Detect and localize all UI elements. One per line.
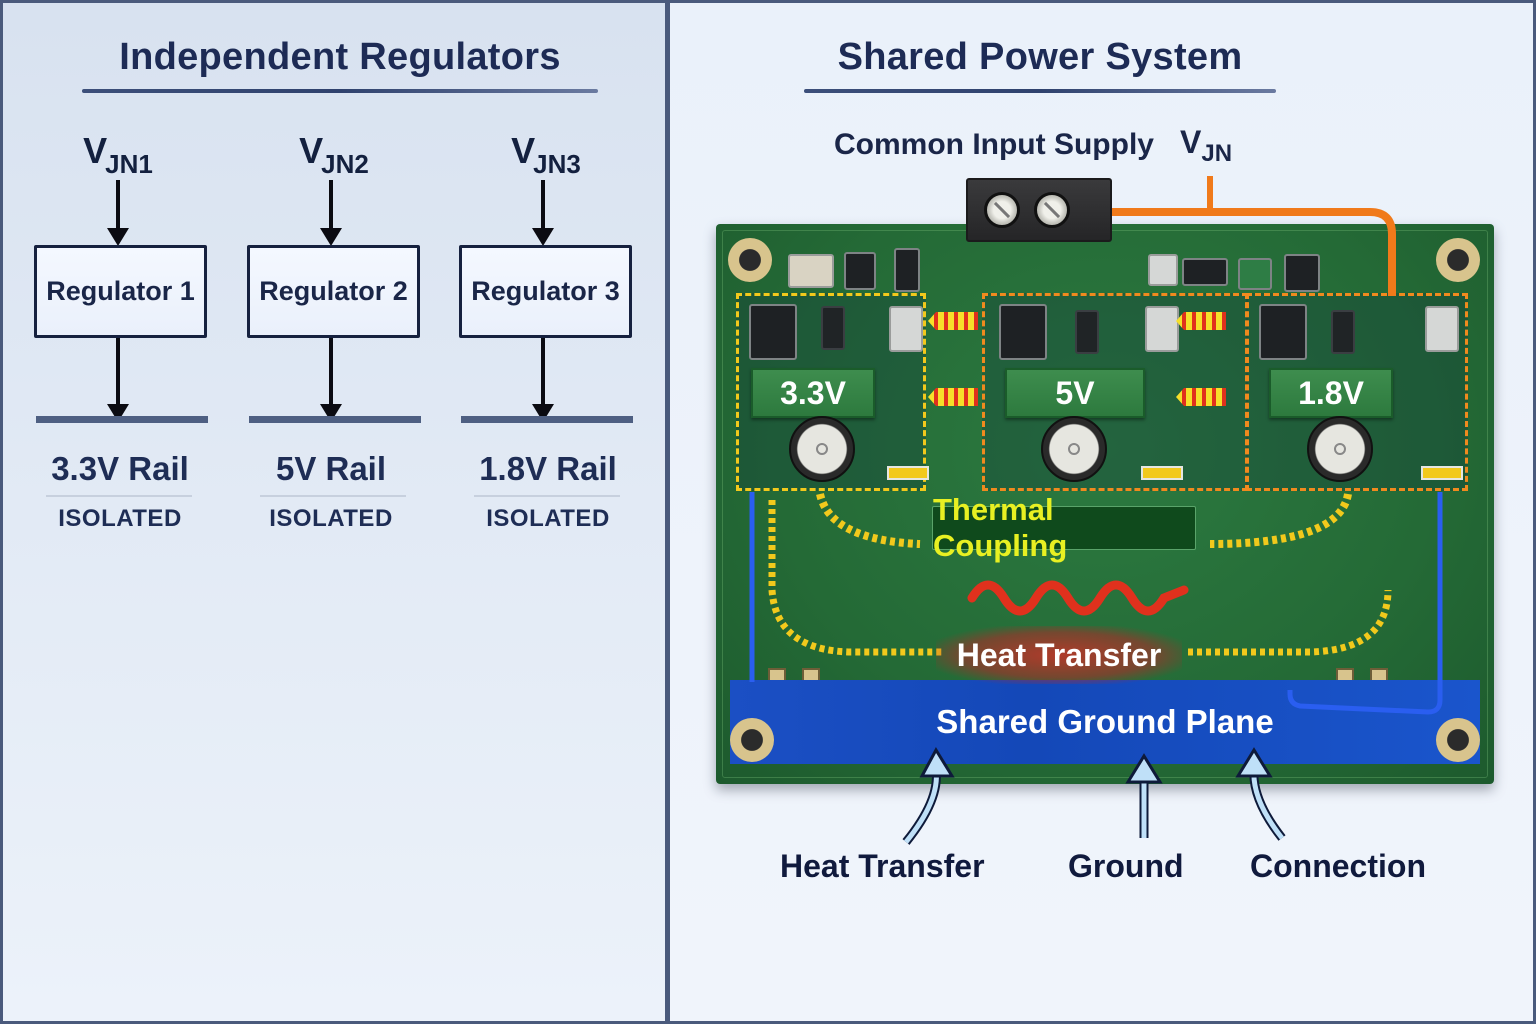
ground-plane-label: Shared Ground Plane (936, 703, 1274, 740)
regulator-1-box: Regulator 1 (34, 245, 207, 338)
ic-component (1331, 310, 1355, 354)
independent-regulators-panel (3, 3, 665, 1021)
ic-component (1284, 254, 1320, 292)
inductor-icon (749, 304, 797, 360)
terminal-screw-icon (1034, 192, 1070, 228)
regulator-module-1v8: 1.8V (1246, 293, 1468, 491)
thermal-coupling-arrow-icon (928, 388, 978, 406)
rail-1-bar (36, 416, 208, 423)
rail-1-status: ISOLATED (58, 505, 182, 532)
yellow-pad (1141, 466, 1183, 480)
left-title-underline (82, 89, 598, 93)
capacitor-icon (789, 416, 855, 482)
rail-3-label: 1.8V Rail (479, 450, 617, 487)
rail-1-label: 3.3V Rail (51, 450, 189, 487)
heat-transfer-board-label: Heat Transfer (936, 626, 1182, 684)
vin1-arrow (116, 180, 120, 230)
rail-2-separator (260, 495, 406, 497)
regulator-module-3v3: 3.3V (736, 293, 929, 491)
rail-3-status: ISOLATED (486, 505, 610, 532)
regulator-3-box: Regulator 3 (459, 245, 632, 338)
mounting-hole-top-left (728, 238, 772, 282)
ic-component (1075, 310, 1099, 354)
smd-component (1145, 306, 1179, 352)
vin2-label: VJN2 (299, 130, 369, 179)
vin1-label: VJN1 (83, 130, 153, 179)
thermal-coupling-label: Thermal Coupling (932, 492, 1196, 563)
inductor-icon (999, 304, 1047, 360)
regulator-3-output-arrow (541, 338, 545, 408)
crystal-component (788, 254, 834, 288)
ic-component (1182, 258, 1228, 286)
vin1-arrow-head (107, 228, 129, 246)
bottom-label-heat-transfer: Heat Transfer (780, 848, 985, 884)
capacitor-icon (1307, 416, 1373, 482)
rail-2-label: 5V Rail (275, 450, 387, 487)
rail-3-bar (461, 416, 633, 423)
mounting-hole-top-right (1436, 238, 1480, 282)
ic-component (844, 252, 876, 290)
bottom-label-connection: Connection (1250, 848, 1426, 884)
capacitor-icon (1041, 416, 1107, 482)
yellow-pad (887, 466, 929, 480)
transistor-component (894, 248, 920, 292)
mounting-hole-bottom-left (730, 718, 774, 762)
bottom-label-ground: Ground (1068, 848, 1184, 884)
vin2-arrow (329, 180, 333, 230)
inductor-icon (1259, 304, 1307, 360)
right-panel-title: Shared Power System (837, 36, 1243, 78)
module-voltage-label: 3.3V (751, 368, 875, 418)
rail-2-bar (249, 416, 421, 423)
vin3-label: VJN3 (511, 130, 581, 179)
vin3-arrow-head (532, 228, 554, 246)
smd-component (1148, 254, 1178, 286)
regulator-1-output-arrow (116, 338, 120, 408)
ic-component (821, 306, 845, 350)
left-panel-title: Independent Regulators (119, 36, 561, 78)
vin-label: VJN (1180, 124, 1233, 167)
smd-component (1425, 306, 1459, 352)
input-terminal-block (966, 178, 1112, 242)
module-voltage-label: 5V (1005, 368, 1145, 418)
module-voltage-label: 1.8V (1269, 368, 1393, 418)
rail-1-separator (46, 495, 192, 497)
vin2-arrow-head (320, 228, 342, 246)
rail-3-separator (474, 495, 620, 497)
yellow-pad (1421, 466, 1463, 480)
thermal-coupling-arrow-icon (928, 312, 978, 330)
terminal-screw-icon (984, 192, 1020, 228)
vin3-arrow (541, 180, 545, 230)
rail-2-status: ISOLATED (269, 505, 393, 532)
green-component (1238, 258, 1272, 290)
thermal-coupling-arrow-icon (1176, 312, 1226, 330)
right-title-underline (804, 89, 1276, 93)
shared-ground-plane: Shared Ground Plane (730, 680, 1480, 764)
thermal-coupling-arrow-icon (1176, 388, 1226, 406)
regulator-2-output-arrow (329, 338, 333, 408)
smd-component (889, 306, 923, 352)
regulator-2-box: Regulator 2 (247, 245, 420, 338)
common-input-supply-label: Common Input Supply (834, 128, 1154, 161)
mounting-hole-bottom-right (1436, 718, 1480, 762)
